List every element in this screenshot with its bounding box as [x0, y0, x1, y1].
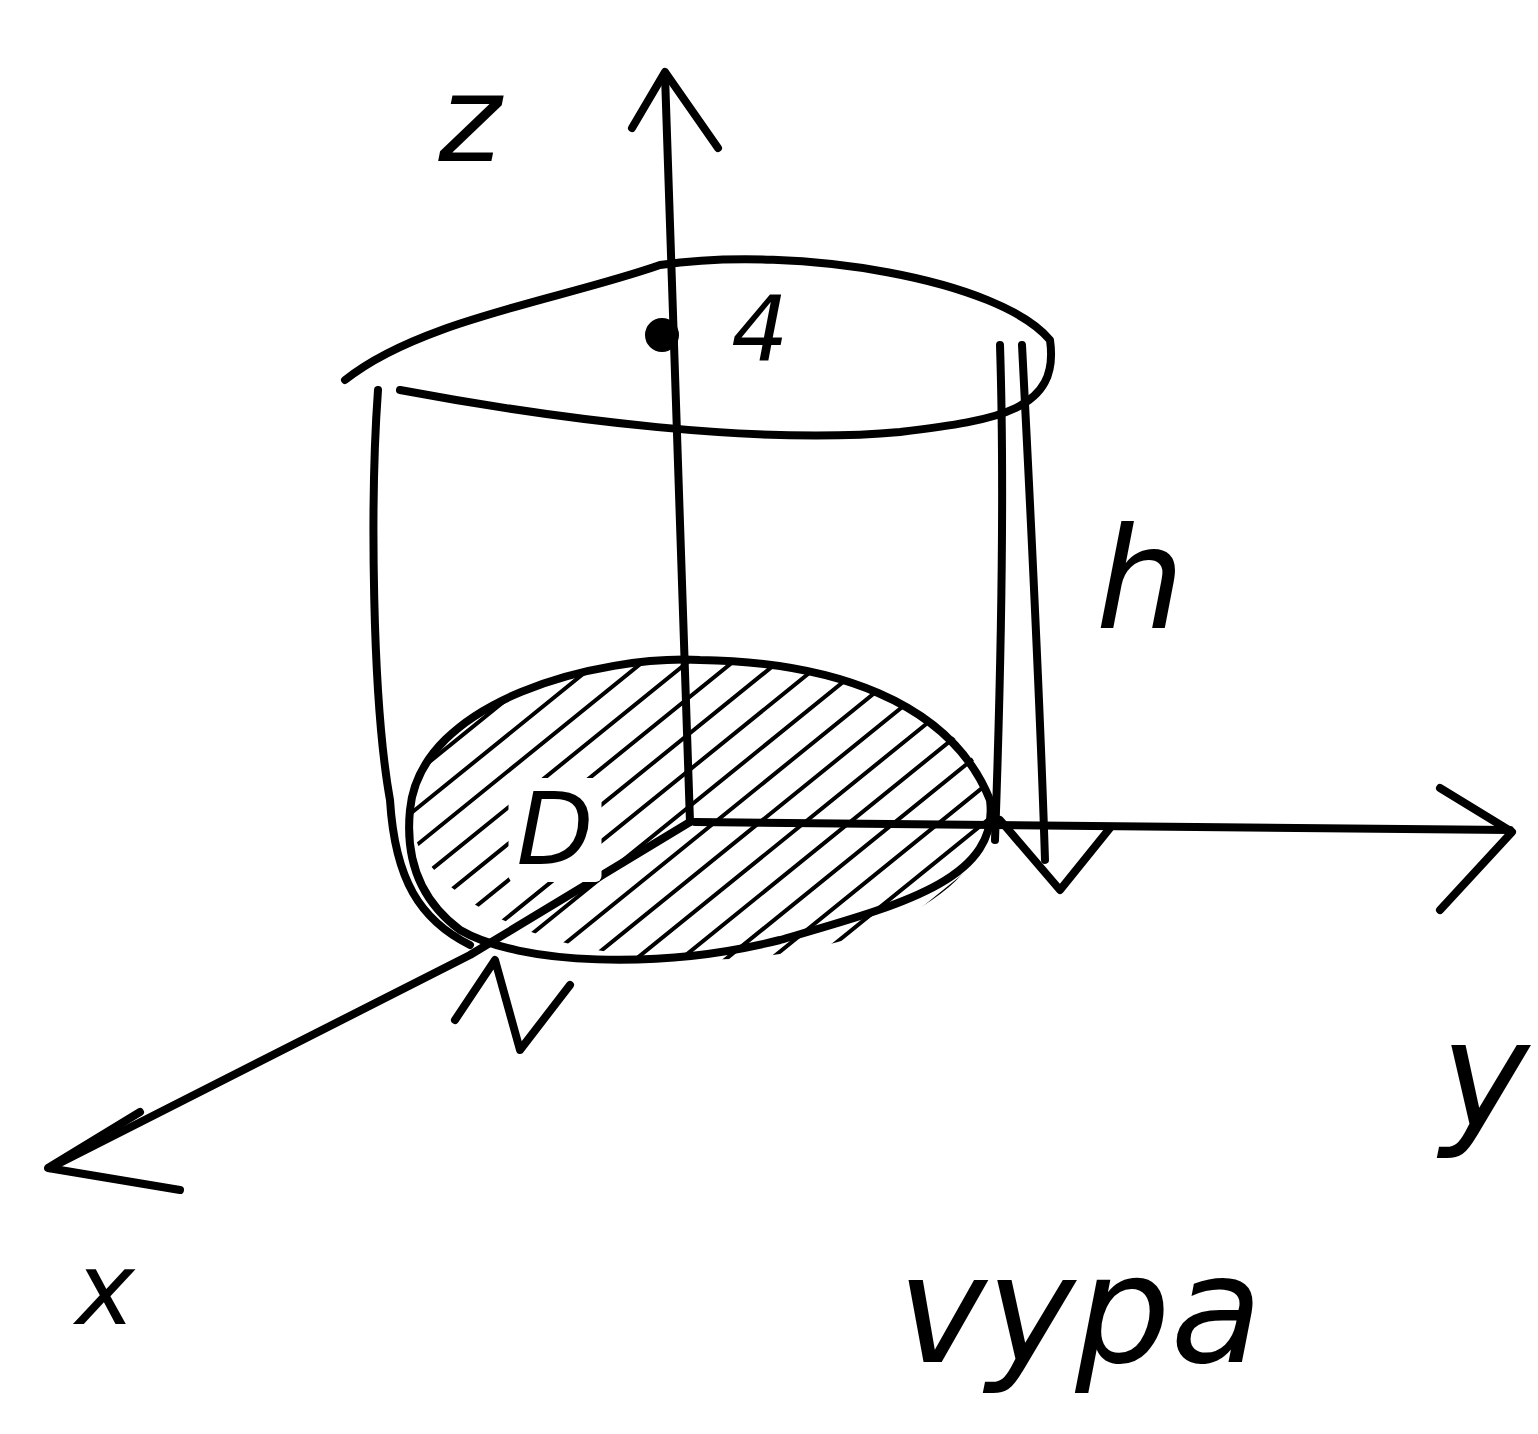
z-axis — [665, 75, 690, 822]
figure-note: vypa — [898, 1235, 1263, 1385]
top-ellipse — [345, 259, 1051, 435]
left-side — [374, 390, 470, 945]
z-arrow — [632, 72, 718, 148]
base-region — [409, 660, 991, 960]
y-arrow — [1440, 788, 1512, 910]
y-tick — [1000, 820, 1110, 890]
y-axis — [695, 822, 1510, 830]
region-label: D — [508, 778, 601, 882]
axis-label: y — [1441, 1000, 1530, 1150]
axis-label: z — [439, 60, 502, 180]
point-label: 4 — [731, 285, 788, 375]
x-tick — [455, 960, 570, 1050]
right-side-edge — [1022, 345, 1045, 860]
right-side — [995, 345, 1002, 840]
hatching — [0, 640, 1480, 980]
height-label: h — [1096, 510, 1185, 650]
axis-label: x — [75, 1240, 134, 1340]
x-arrow — [48, 1112, 180, 1190]
point — [649, 322, 675, 348]
